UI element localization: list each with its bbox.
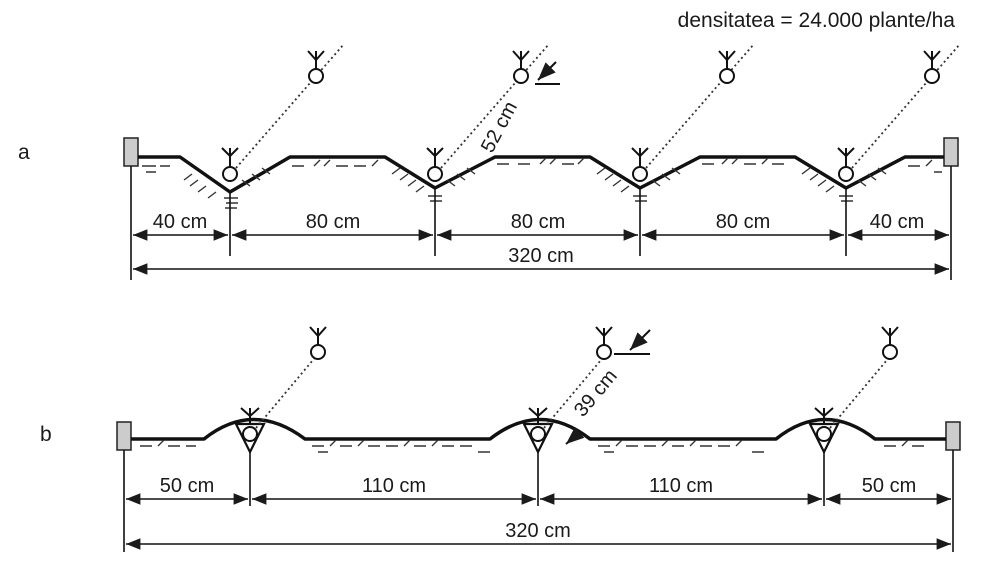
depth-label-a: 52 cm	[477, 98, 522, 156]
dimension-arrows-b	[126, 493, 951, 550]
seed-circles	[222, 166, 854, 182]
seedling-symbols	[240, 407, 834, 424]
dimension-labels-a: 40 cm 80 cm 80 cm 80 cm 40 cm 320 cm	[153, 211, 924, 267]
soil-hatching	[142, 157, 942, 209]
seeding-trajectory-lines	[255, 353, 893, 429]
boundary-stake-right	[943, 137, 959, 167]
panel-b: b	[40, 326, 961, 552]
total-dimension-label: 320 cm	[505, 520, 571, 542]
dimension-label: 80 cm	[511, 211, 565, 233]
dimension-label: 110 cm	[362, 475, 426, 497]
dimension-label: 50 cm	[160, 475, 214, 497]
dimension-label: 40 cm	[870, 211, 924, 233]
dimension-arrows-a	[133, 229, 949, 275]
dimension-label: 40 cm	[153, 211, 207, 233]
soil-hatching	[140, 439, 924, 453]
panel-b-label: b	[40, 423, 52, 446]
dimension-label: 80 cm	[716, 211, 770, 233]
dimension-labels-b: 50 cm 110 cm 110 cm 50 cm 320 cm	[160, 475, 916, 542]
dimension-label: 80 cm	[306, 211, 360, 233]
boundary-stake-left	[123, 137, 139, 167]
upper-seedlings	[307, 50, 941, 84]
upper-seedlings	[309, 326, 899, 360]
boundary-stake-right	[945, 421, 961, 451]
soil-surface-furrows	[138, 155, 944, 194]
total-dimension-label: 320 cm	[508, 245, 574, 267]
dimension-extension-lines-a	[130, 166, 952, 280]
depth-indicator-b	[565, 329, 651, 445]
dimension-extension-lines-b	[123, 450, 954, 552]
seedling-symbols	[221, 147, 855, 166]
depth-label-b: 39 cm	[570, 365, 622, 421]
panel-a-label: a	[18, 141, 30, 164]
boundary-stake-left	[116, 421, 132, 451]
density-label: densitatea = 24.000 plante/ha	[678, 9, 956, 32]
dimension-label: 110 cm	[649, 475, 713, 497]
seed-circles	[242, 426, 832, 442]
panel-a: a	[18, 43, 961, 280]
depth-indicator-a	[535, 61, 560, 85]
dimension-label: 50 cm	[862, 475, 916, 497]
